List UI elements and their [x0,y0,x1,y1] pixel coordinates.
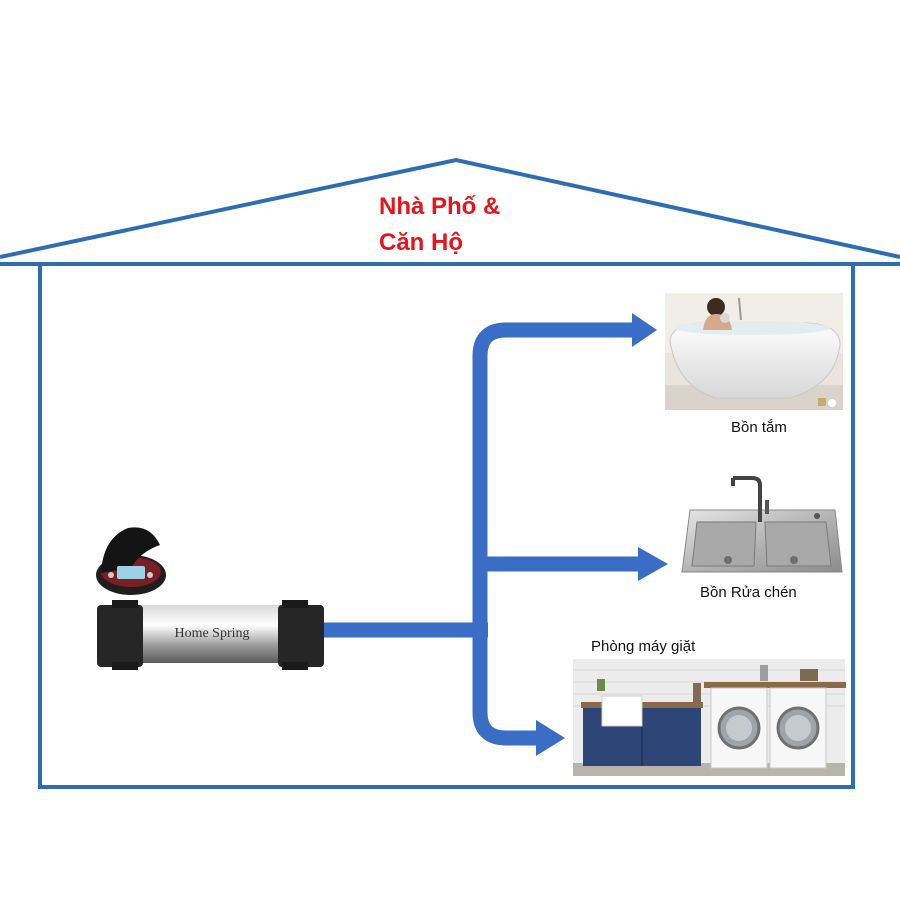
control-panel-icon [96,527,166,595]
house-title-line-2: Căn Hộ [379,229,463,256]
laundry-label: Phòng máy giặt [591,638,696,655]
pipe-to-laundry [472,630,538,746]
arrow-right-icon [638,547,668,581]
water-filter-icon: Home Spring [96,527,324,670]
bathtub-label: Bồn tắm [731,419,787,436]
kitchen-sink-photo [681,476,843,573]
laundry-room-photo [573,659,846,776]
roof [0,157,900,259]
pipe-arrows [536,313,668,756]
filter-brand-text: Home Spring [174,626,249,641]
house-walls [38,264,855,789]
pipe-network [322,322,640,746]
pipe-to-bathtub [472,322,635,630]
house-outline [0,157,900,789]
bathtub-photo [665,293,843,410]
arrow-right-icon [632,313,657,347]
sink-label: Bồn Rửa chén [700,584,797,601]
house-title-line-1: Nhà Phố & [379,193,501,220]
arrow-right-icon [536,720,565,756]
